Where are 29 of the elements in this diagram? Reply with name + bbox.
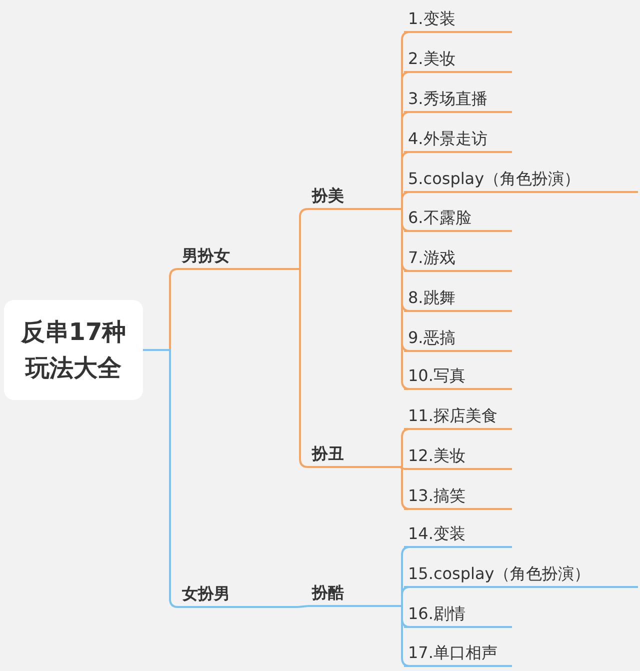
leaf-topic: 17.单口相声	[404, 641, 512, 667]
leaf-topic: 7.游戏	[404, 246, 512, 272]
leaf-topic: 10.写真	[404, 364, 512, 390]
leaf-topic: 4.外景走访	[404, 127, 512, 153]
leaf-topic: 6.不露脸	[404, 206, 512, 232]
leaf-topic: 5.cosplay（角色扮演）	[404, 167, 638, 193]
branch-line	[298, 605, 308, 608]
leaf-topic: 16.剧情	[404, 602, 512, 628]
leaf-topic: 9.恶搞	[404, 326, 512, 352]
branch-line	[400, 466, 404, 470]
branch-topic: 女扮男	[178, 582, 298, 608]
branch-topic: 扮酷	[308, 581, 400, 607]
branch-line	[400, 191, 411, 210]
leaf-topic: 11.探店美食	[404, 404, 512, 430]
leaf-topic: 8.跳舞	[404, 286, 512, 312]
central-topic-text: 反串17种玩法大全	[20, 317, 128, 384]
leaf-topic: 15.cosplay（角色扮演）	[404, 562, 638, 588]
branch-topic: 扮美	[308, 184, 400, 210]
branch-line	[400, 586, 411, 607]
central-topic-card	[4, 300, 143, 400]
branch-topic: 扮丑	[308, 442, 400, 468]
leaf-topic: 13.搞笑	[404, 484, 512, 510]
leaf-topic: 12.美妆	[404, 444, 512, 470]
branch-line	[400, 428, 411, 468]
leaf-topic: 3.秀场直播	[404, 87, 512, 113]
leaf-topic: 14.变装	[404, 522, 512, 548]
leaf-topic: 2.美妆	[404, 47, 512, 73]
leaf-topic: 1.变装	[404, 7, 512, 33]
branch-topic: 男扮女	[178, 244, 298, 270]
